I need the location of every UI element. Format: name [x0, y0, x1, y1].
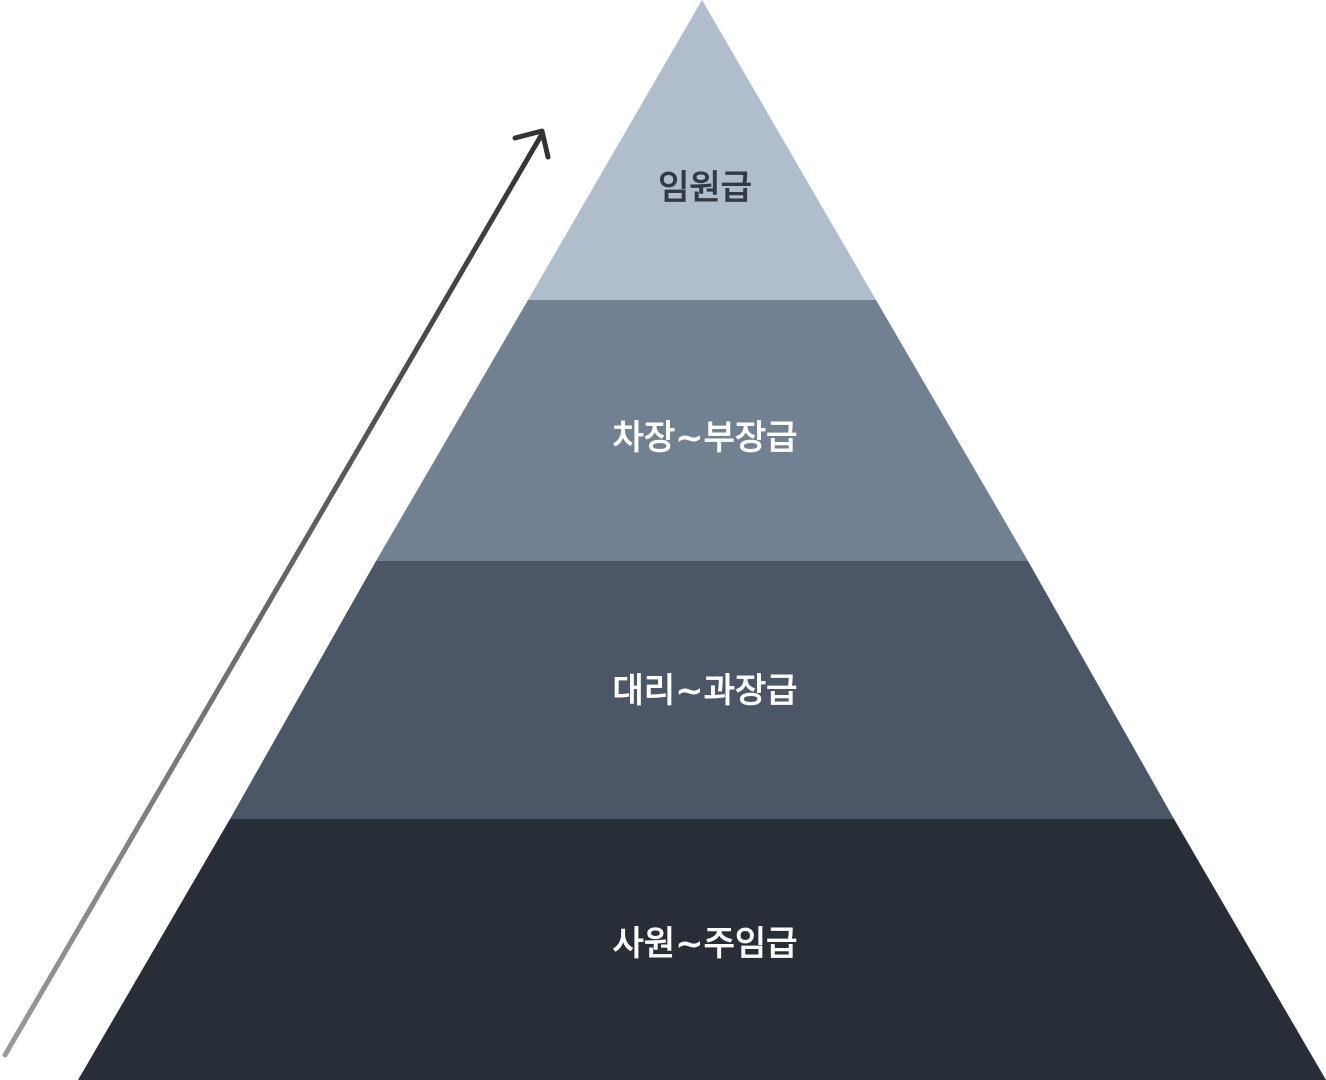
- tier-label-staff: 사원~주임급: [613, 924, 798, 964]
- arrow-up-right-icon: [2, 128, 551, 1058]
- tier-executive: [528, 0, 876, 300]
- tier-label-deputy-general-manager: 차장~부장급: [613, 418, 798, 458]
- tier-staff: [78, 819, 1326, 1080]
- tier-assistant-manager: [230, 561, 1174, 819]
- tier-deputy-general-manager: [376, 300, 1028, 561]
- tier-label-executive: 임원급: [658, 168, 752, 208]
- tier-label-assistant-manager: 대리~과장급: [613, 671, 798, 711]
